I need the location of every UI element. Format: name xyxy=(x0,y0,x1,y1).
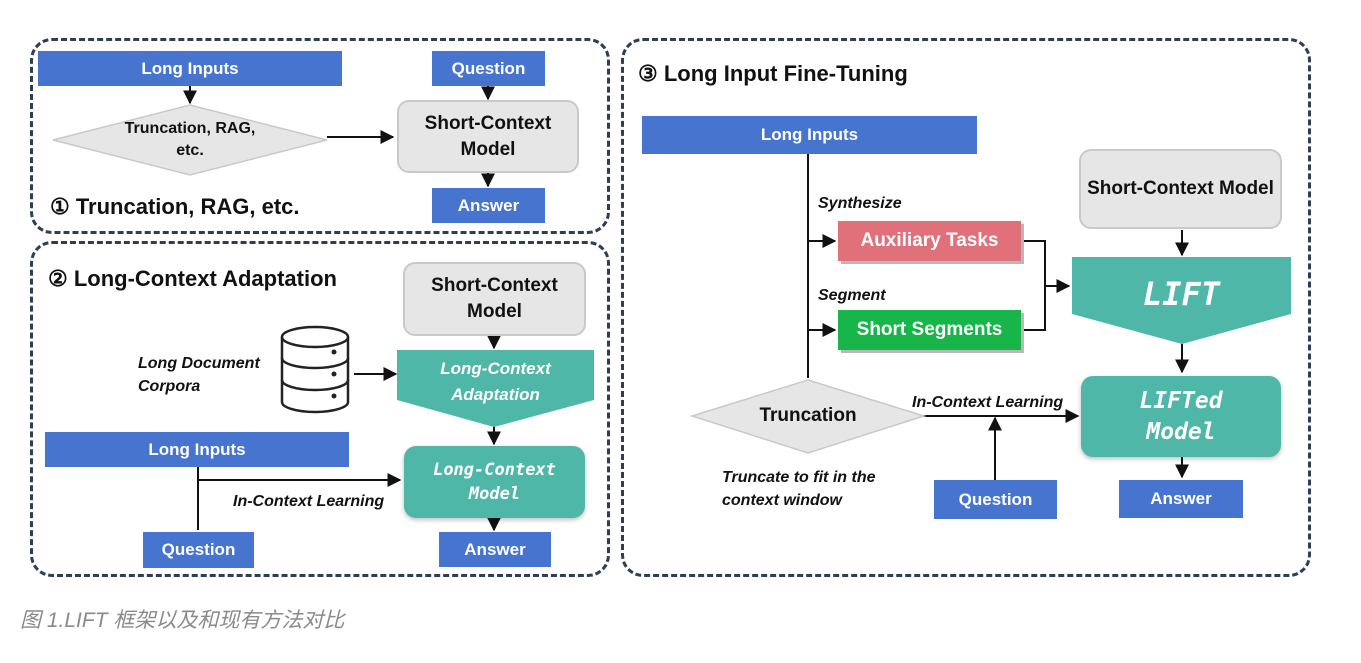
database-icon xyxy=(280,325,350,414)
segment-label: Segment xyxy=(818,287,886,304)
question-box: Question xyxy=(143,532,254,568)
long-inputs-box: Long Inputs xyxy=(642,116,977,154)
long-context-adaptation-label: Long-Context Adaptation xyxy=(440,359,551,404)
long-context-model-box: Long-Context Model xyxy=(404,446,585,518)
panel3-heading: ③ Long Input Fine-Tuning xyxy=(638,61,908,86)
truncation-rag-label: Truncation, RAG, etc. xyxy=(124,120,256,159)
short-context-model-box: Short-Context Model xyxy=(397,100,579,173)
long-inputs-box: Long Inputs xyxy=(45,432,349,467)
arrow-inputs-question-to-lc-model xyxy=(197,467,402,487)
in-context-learning-label: In-Context Learning xyxy=(233,493,385,510)
in-context-learning-label: In-Context Learning xyxy=(912,394,1064,411)
short-context-model-box: Short-Context Model xyxy=(1079,149,1282,229)
question-box: Question xyxy=(934,480,1057,519)
answer-box: Answer xyxy=(432,188,545,223)
synthesize-label: Synthesize xyxy=(818,195,902,212)
panel-long-context-adaptation xyxy=(30,241,610,577)
diamond-truncation-rag xyxy=(52,104,328,176)
panel1-heading: ① Truncation, RAG, etc. xyxy=(50,194,300,219)
figure-caption: 图 1.LIFT 框架以及和现有方法对比 xyxy=(20,609,345,632)
diamond-truncation xyxy=(689,379,927,454)
panel-long-input-fine-tuning xyxy=(621,38,1311,577)
answer-box: Answer xyxy=(439,532,551,567)
shape-lift xyxy=(1072,257,1291,344)
long-document-corpora-label: Long Document Corpora xyxy=(138,355,260,395)
auxiliary-tasks-box: Auxiliary Tasks xyxy=(838,221,1021,261)
lifted-model-box: LIFTed Model xyxy=(1081,376,1281,457)
shape-long-context-adaptation xyxy=(397,350,594,427)
truncate-note-label: Truncate to fit in the context window xyxy=(722,469,876,509)
short-context-model-box: Short-Context Model xyxy=(403,262,586,336)
question-box: Question xyxy=(432,51,545,86)
answer-box: Answer xyxy=(1119,480,1243,518)
long-inputs-box: Long Inputs xyxy=(38,51,342,86)
panel2-heading: ② Long-Context Adaptation xyxy=(48,266,337,291)
truncation-label: Truncation xyxy=(759,405,857,426)
lift-label: LIFT xyxy=(1142,275,1221,313)
panel-truncation-rag xyxy=(30,38,610,234)
short-segments-box: Short Segments xyxy=(838,310,1021,350)
